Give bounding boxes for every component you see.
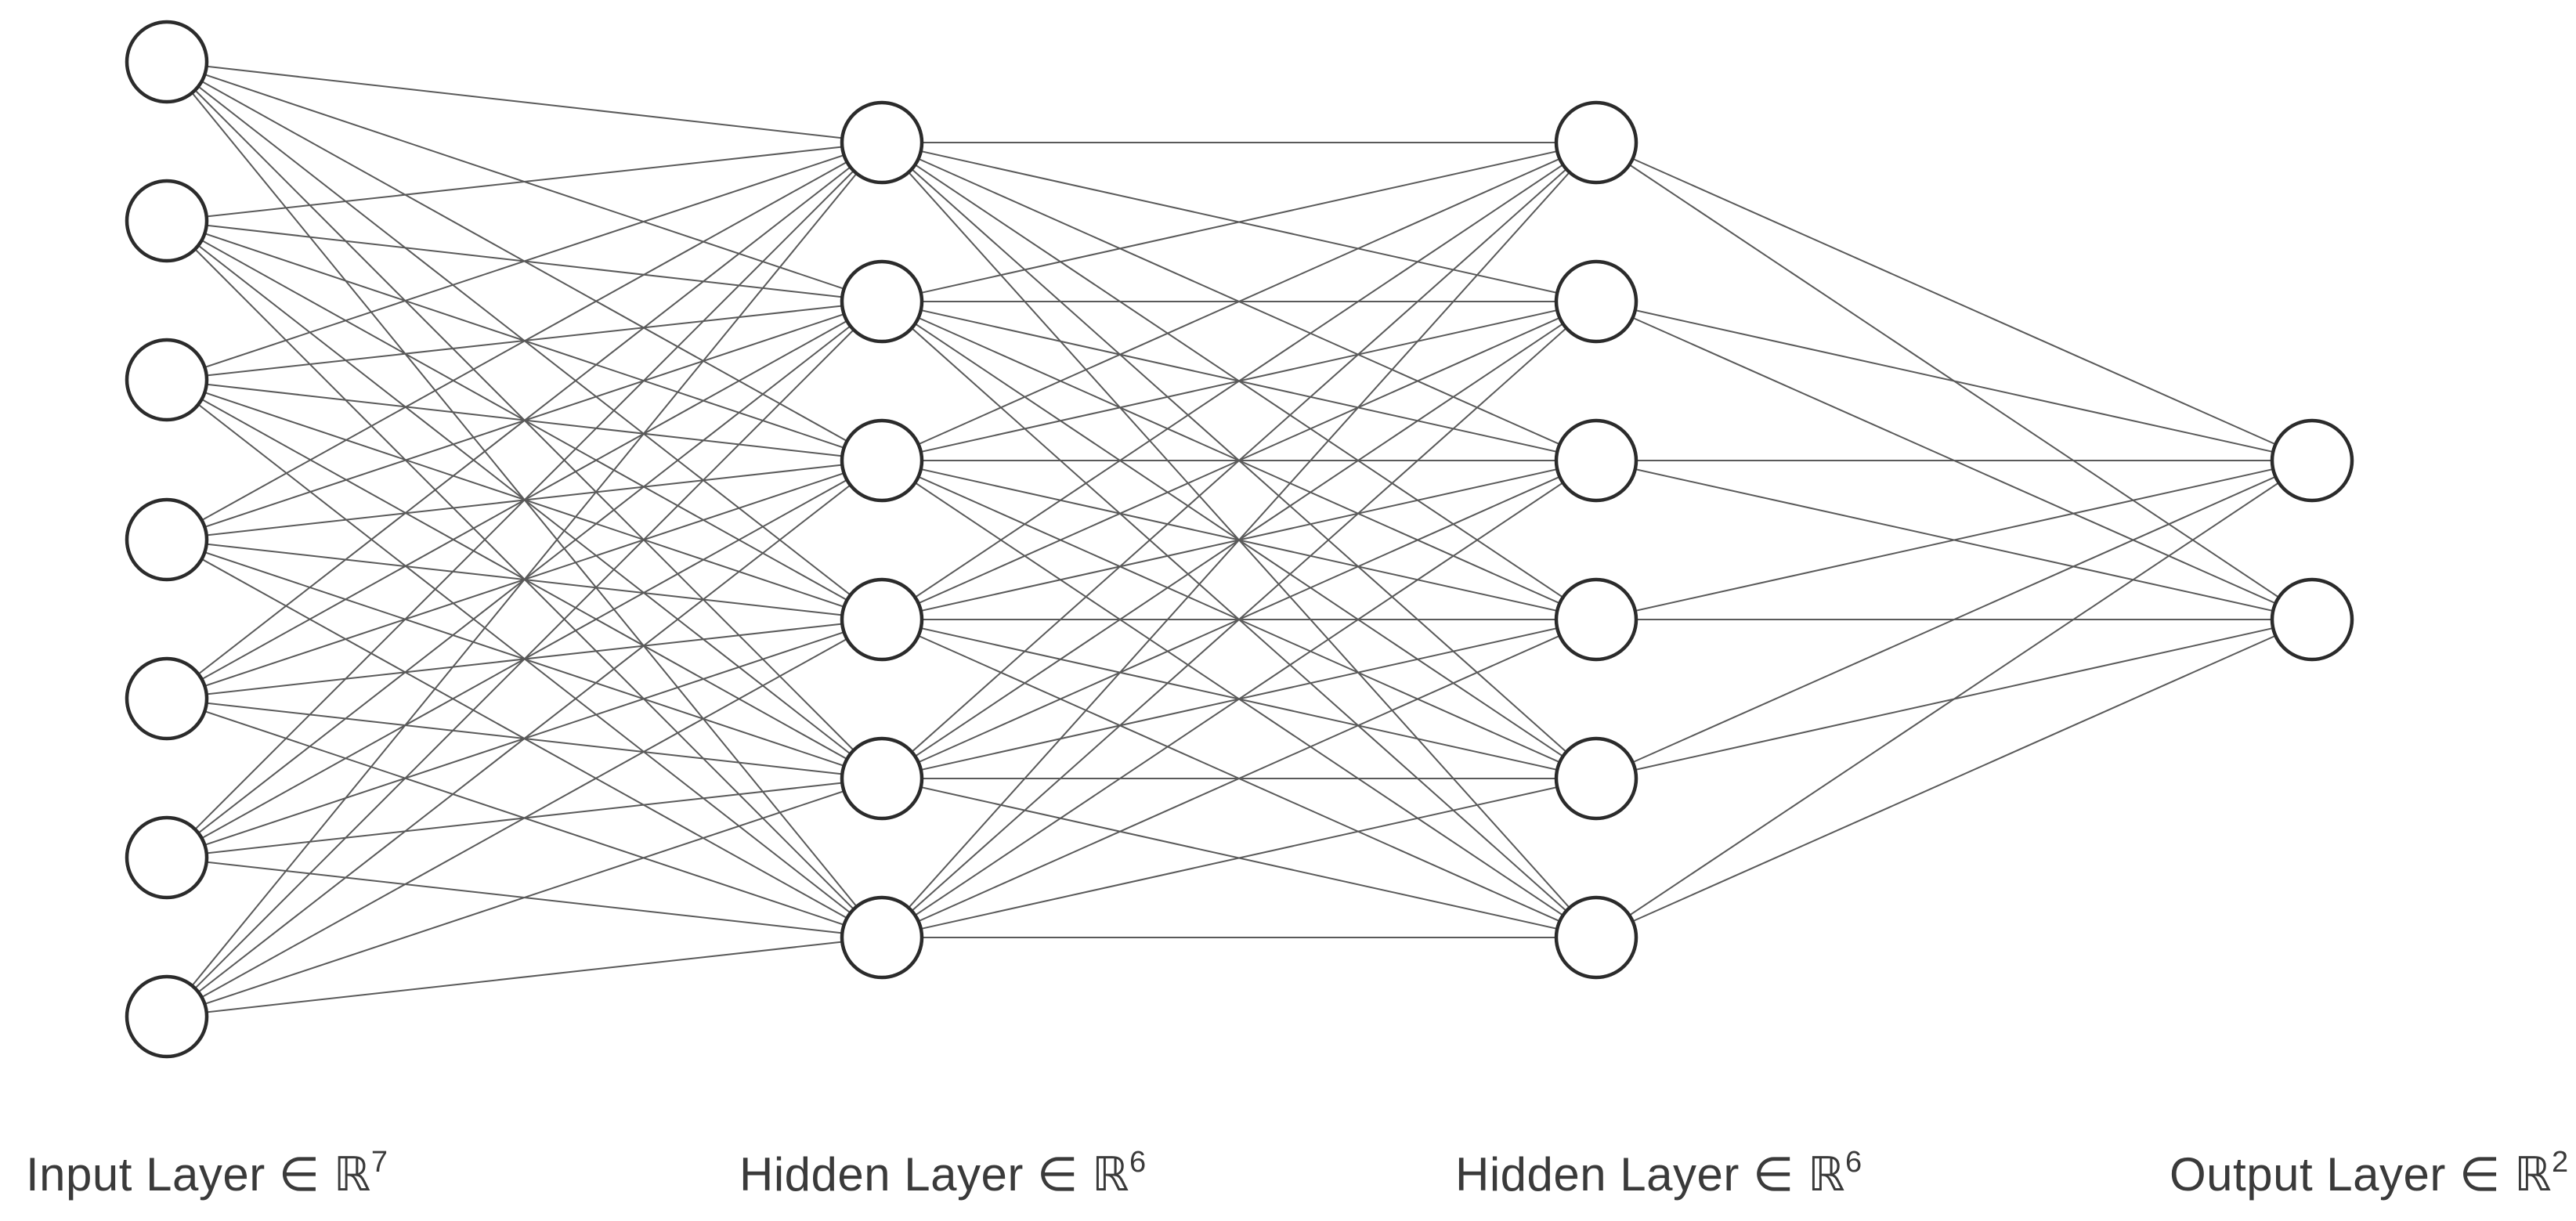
input-layer-neuron-7: [125, 974, 209, 1059]
hidden-layer-1-neuron-4: [840, 577, 924, 662]
edge-hidden-layer-2-to-output-layer: [1595, 142, 2313, 461]
edge-hidden-layer-2-to-output-layer: [1595, 301, 2313, 461]
edge-hidden-layer-1-to-hidden-layer-2: [881, 460, 1597, 938]
neuron-nodes: [125, 20, 2354, 1059]
edge-hidden-layer-2-to-output-layer: [1595, 460, 2313, 779]
edge-input-layer-to-hidden-layer-1: [166, 142, 883, 699]
edge-hidden-layer-1-to-hidden-layer-2: [881, 142, 1597, 461]
hidden-layer-1-label: Hidden Layer ∈ ℝ6: [739, 1146, 1147, 1201]
input-layer-neuron-4: [125, 497, 209, 582]
output-layer-neuron-2: [2270, 577, 2354, 662]
edge-input-layer-to-hidden-layer-1: [166, 142, 883, 1017]
connection-edges: [166, 61, 2313, 1017]
edge-input-layer-to-hidden-layer-1: [166, 61, 883, 143]
edge-hidden-layer-1-to-hidden-layer-2: [881, 778, 1597, 938]
hidden-layer-2-neuron-3: [1554, 418, 1638, 503]
hidden-layer-1-neuron-5: [840, 736, 924, 821]
edge-hidden-layer-2-to-output-layer: [1595, 460, 2313, 938]
hidden-layer-2-neuron-5: [1554, 736, 1638, 821]
output-layer-label-text: Output Layer ∈ ℝ: [2170, 1148, 2552, 1201]
edge-input-layer-to-hidden-layer-1: [166, 301, 883, 1017]
edge-hidden-layer-2-to-output-layer: [1595, 460, 2313, 620]
edge-hidden-layer-1-to-hidden-layer-2: [881, 142, 1597, 302]
hidden-layer-2-label: Hidden Layer ∈ ℝ6: [1455, 1146, 1862, 1201]
input-layer-neuron-6: [125, 815, 209, 900]
hidden-layer-1-neuron-6: [840, 895, 924, 980]
hidden-layer-1-dimension-exponent: 6: [1129, 1146, 1147, 1179]
edge-input-layer-to-hidden-layer-1: [166, 460, 883, 1017]
input-layer-neuron-5: [125, 656, 209, 741]
edge-input-layer-to-hidden-layer-1: [166, 142, 883, 858]
edge-input-layer-to-hidden-layer-1: [166, 142, 883, 222]
hidden-layer-2-dimension-exponent: 6: [1845, 1146, 1862, 1179]
edge-input-layer-to-hidden-layer-1: [166, 619, 883, 1017]
edge-hidden-layer-1-to-hidden-layer-2: [881, 142, 1597, 779]
edge-hidden-layer-1-to-hidden-layer-2: [881, 619, 1597, 938]
edge-hidden-layer-1-to-hidden-layer-2: [881, 142, 1597, 620]
input-layer-neuron-2: [125, 179, 209, 263]
input-layer-neuron-1: [125, 20, 209, 104]
hidden-layer-2-label-text: Hidden Layer ∈ ℝ: [1455, 1148, 1845, 1201]
hidden-layer-1-label-text: Hidden Layer ∈ ℝ: [739, 1148, 1129, 1201]
input-layer-label-text: Input Layer ∈ ℝ: [26, 1148, 371, 1201]
edge-input-layer-to-hidden-layer-1: [166, 778, 883, 1017]
output-layer-label: Output Layer ∈ ℝ2: [2170, 1146, 2569, 1201]
hidden-layer-1-neuron-3: [840, 418, 924, 503]
output-layer-dimension-exponent: 2: [2552, 1146, 2569, 1179]
hidden-layer-2-neuron-1: [1554, 100, 1638, 185]
input-layer-dimension-exponent: 7: [371, 1146, 388, 1179]
edge-hidden-layer-1-to-hidden-layer-2: [881, 142, 1597, 938]
hidden-layer-1-neuron-1: [840, 100, 924, 185]
edge-input-layer-to-hidden-layer-1: [166, 142, 883, 540]
output-layer-neuron-1: [2270, 418, 2354, 503]
layer-labels: Input Layer ∈ ℝ7 Hidden Layer ∈ ℝ6 Hidde…: [26, 1146, 2569, 1201]
edge-input-layer-to-hidden-layer-1: [166, 937, 883, 1017]
hidden-layer-2-neuron-6: [1554, 895, 1638, 980]
hidden-layer-2-neuron-4: [1554, 577, 1638, 662]
input-layer-neuron-3: [125, 338, 209, 422]
edge-hidden-layer-2-to-output-layer: [1595, 619, 2313, 938]
hidden-layer-1-neuron-2: [840, 259, 924, 344]
hidden-layer-2-neuron-2: [1554, 259, 1638, 344]
input-layer-label: Input Layer ∈ ℝ7: [26, 1146, 388, 1201]
edge-input-layer-to-hidden-layer-1: [166, 142, 883, 381]
edge-hidden-layer-1-to-hidden-layer-2: [881, 301, 1597, 938]
